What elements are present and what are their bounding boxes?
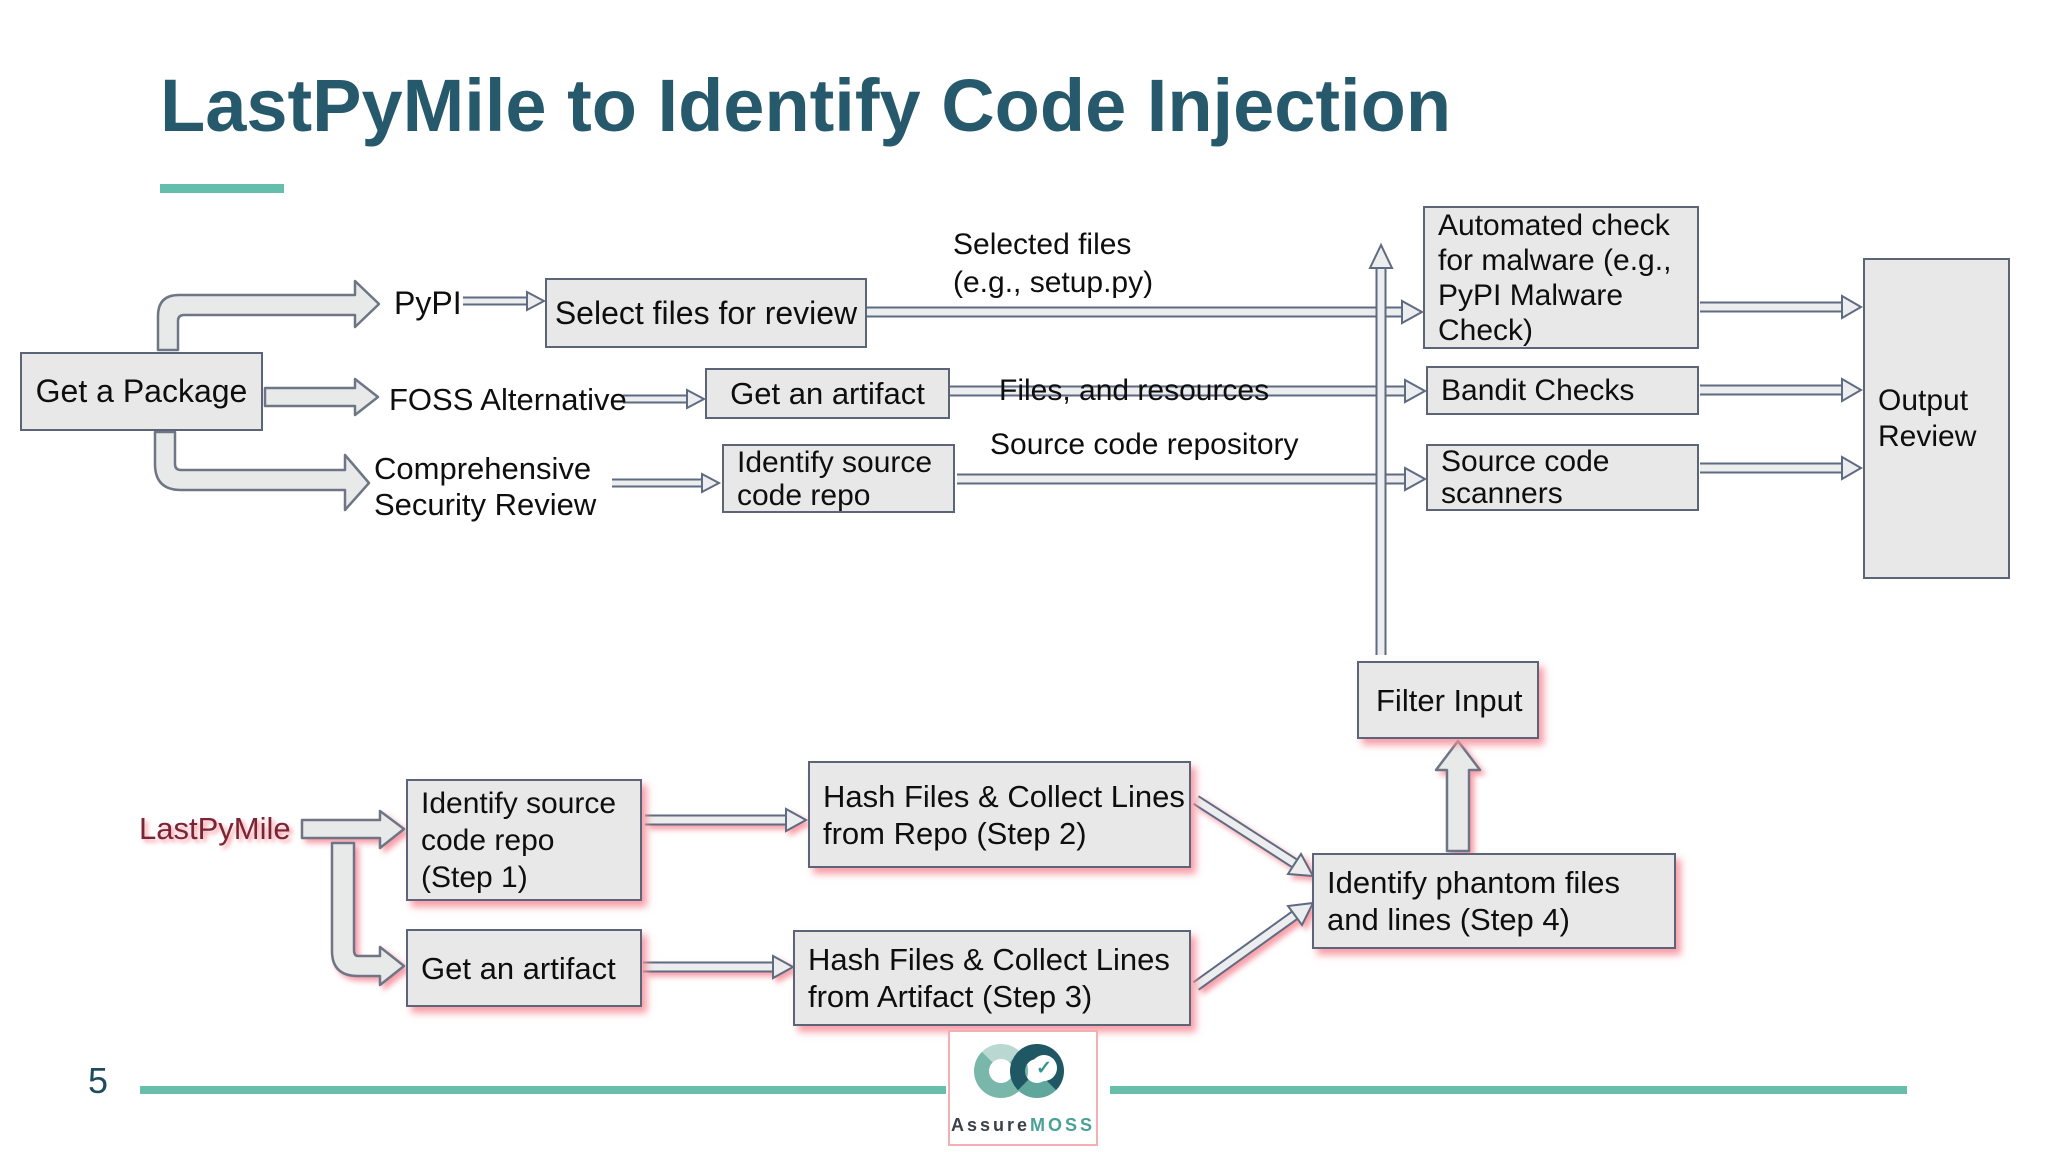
label-lastpymile: LastPyMile <box>139 811 291 846</box>
arrow-automated-to-output <box>1700 294 1863 320</box>
slide-title: LastPyMile to Identify Code Injection <box>160 64 1452 147</box>
label-source-code-repository: Source code repository <box>990 428 1299 461</box>
node-source-code-scanners: Source code scanners <box>1426 444 1699 511</box>
arrow-comprehensive-to-identify-repo <box>612 472 722 494</box>
node-select-files-for-review: Select files for review <box>545 278 867 348</box>
arrow-lastpymile-branch-to-artifact <box>330 841 406 987</box>
arrow-step3-to-step4 <box>1192 901 1315 991</box>
logo-checkmark-icon: ✓ <box>1031 1055 1057 1081</box>
node-output-review: Output Review <box>1863 258 2010 579</box>
label-files-and-resources: Files, and resources <box>999 374 1270 407</box>
arrow-selected-files <box>867 299 1425 325</box>
footer-rule-right <box>1110 1086 1907 1094</box>
arrow-filter-input-up <box>1368 242 1394 655</box>
node-identify-phantom-step4: Identify phantom files and lines (Step 4… <box>1312 853 1676 949</box>
node-get-an-artifact-bottom: Get an artifact <box>406 929 642 1007</box>
node-automated-malware-check: Automated check for malware (e.g., PyPI … <box>1423 206 1699 349</box>
arrow-lastpymile-to-step1 <box>300 809 406 850</box>
logo-text-moss: MOSS <box>1030 1115 1096 1135</box>
arrow-files-resources <box>950 378 1428 404</box>
label-comprehensive-security-review: Comprehensive Security Review <box>374 451 597 522</box>
label-selected-files: Selected files (e.g., setup.py) <box>953 228 1154 299</box>
footer-rule-left <box>140 1086 946 1094</box>
assuremoss-logo: ✓ AssureMOSS <box>948 1030 1098 1146</box>
arrow-source-repo <box>957 466 1428 492</box>
node-identify-source-code-repo-step1: Identify source code repo (Step 1) <box>406 779 642 901</box>
node-filter-input: Filter Input <box>1357 661 1539 739</box>
arrow-package-to-pypi <box>156 279 381 352</box>
node-get-a-package: Get a Package <box>20 352 263 431</box>
arrow-step4-to-filter-input <box>1434 739 1482 853</box>
node-hash-files-step3: Hash Files & Collect Lines from Artifact… <box>793 930 1191 1026</box>
logo-wordmark: AssureMOSS <box>950 1115 1096 1136</box>
arrow-step1-to-step2 <box>645 807 809 833</box>
arrow-package-to-comprehensive <box>153 430 371 512</box>
page-number: 5 <box>88 1060 109 1101</box>
title-underline <box>160 184 284 193</box>
arrow-bandit-to-output <box>1700 377 1863 403</box>
arrow-step2-to-step4 <box>1193 795 1315 878</box>
node-get-an-artifact-top: Get an artifact <box>705 368 950 419</box>
label-foss-alternative: FOSS Alternative <box>389 382 627 417</box>
label-pypi: PyPI <box>394 285 462 321</box>
node-identify-source-code-repo-top: Identify source code repo <box>722 444 955 513</box>
arrow-pypi-to-select-files <box>463 290 547 312</box>
arrow-scanners-to-output <box>1700 455 1863 481</box>
arrow-foss-to-get-artifact <box>623 388 707 410</box>
node-bandit-checks: Bandit Checks <box>1426 366 1699 415</box>
arrow-artifact-to-step3 <box>643 954 796 980</box>
arrow-package-to-foss <box>263 377 380 417</box>
node-hash-files-step2: Hash Files & Collect Lines from Repo (St… <box>808 761 1191 868</box>
logo-text-assure: Assure <box>950 1115 1030 1135</box>
